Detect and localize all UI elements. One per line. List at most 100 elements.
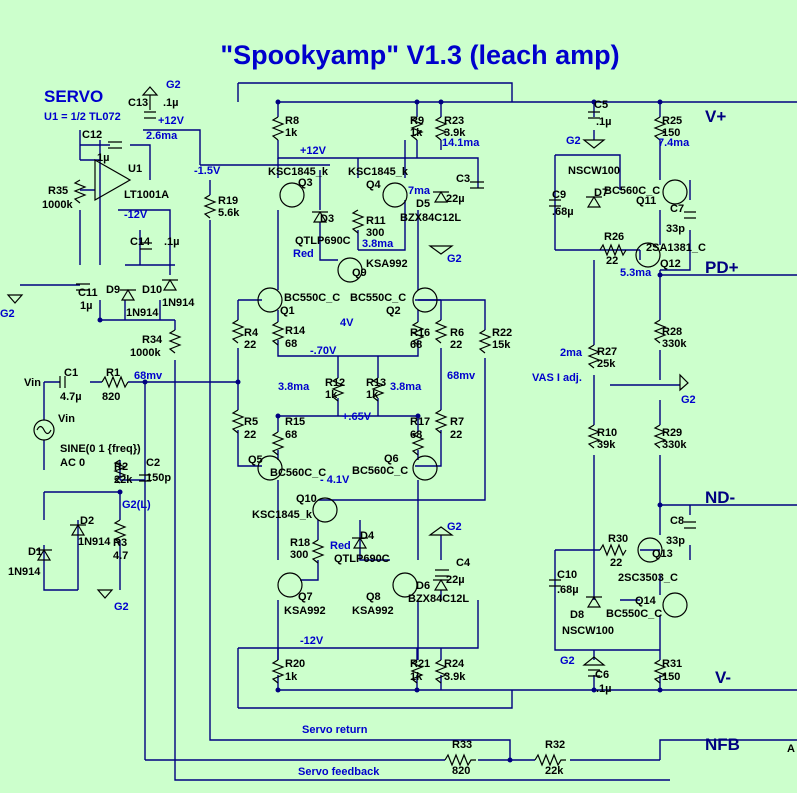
capacitor-C12 bbox=[108, 141, 122, 149]
label-R10: R10 bbox=[597, 427, 617, 439]
transistor-Q4 bbox=[382, 182, 408, 208]
capacitor-C4 bbox=[435, 569, 449, 577]
rail-nfb: NFB bbox=[705, 735, 740, 754]
label-servo-feedback: Servo feedback bbox=[298, 766, 380, 778]
label-g2-servo: G2 bbox=[0, 308, 15, 320]
capacitor-C9 bbox=[549, 199, 561, 207]
value-C12: 1µ bbox=[97, 152, 109, 164]
value-R28: 330k bbox=[662, 338, 687, 350]
labels: "Spookyamp" V1.3 (leach amp) SERVO U1 = … bbox=[0, 40, 795, 778]
value-R19: 5.6k bbox=[218, 207, 240, 219]
label-plus12: +12V bbox=[300, 145, 327, 157]
transistor-Q5 bbox=[257, 455, 283, 481]
value-D6: BZX84C12L bbox=[408, 593, 469, 605]
label-C5: C5 bbox=[594, 99, 608, 111]
capacitor-C2 bbox=[139, 474, 151, 482]
label-D10: D10 bbox=[142, 284, 162, 296]
value-R32: 22k bbox=[545, 765, 564, 777]
label-R3: R3 bbox=[113, 537, 127, 549]
value-R20: 1k bbox=[285, 671, 298, 683]
capacitor-C8 bbox=[684, 521, 696, 529]
ground-icon-mid bbox=[679, 373, 689, 392]
value-R1: 820 bbox=[102, 391, 120, 403]
value-Vin: SINE(0 1 {freq}) bbox=[60, 443, 141, 455]
label-Q2: Q2 bbox=[386, 305, 401, 317]
value-R5: 22 bbox=[244, 429, 256, 441]
label-C4: C4 bbox=[456, 557, 471, 569]
resistor-R33 bbox=[444, 753, 476, 767]
label-R32: R32 bbox=[545, 739, 565, 751]
value-R17: 68 bbox=[410, 429, 422, 441]
label-i2: 2ma bbox=[560, 347, 583, 359]
value-R10: 39k bbox=[597, 439, 616, 451]
value-R7: 22 bbox=[450, 429, 462, 441]
label-D2: D2 bbox=[80, 515, 94, 527]
label-g2-d5: G2 bbox=[447, 253, 462, 265]
value-Q9: KSA992 bbox=[366, 258, 408, 270]
label-R21: R21 bbox=[410, 658, 430, 670]
rail-ndminus: ND- bbox=[705, 488, 735, 507]
resistor-R8 bbox=[271, 116, 285, 141]
value-C5: .1µ bbox=[596, 116, 612, 128]
label-ac0: AC 0 bbox=[60, 457, 85, 469]
value-C9: .68µ bbox=[552, 206, 574, 218]
led-D4 bbox=[352, 536, 368, 549]
label-C1: C1 bbox=[64, 367, 78, 379]
transistor-Q2 bbox=[412, 287, 438, 313]
resistor-R13 bbox=[371, 377, 385, 402]
zener-D6 bbox=[433, 578, 449, 591]
label-C2: C2 bbox=[146, 457, 160, 469]
label-minus12-servo: -12V bbox=[124, 209, 148, 221]
label-C10: C10 bbox=[557, 569, 577, 581]
capacitor-C6 bbox=[588, 669, 600, 677]
resistor-R26 bbox=[599, 243, 627, 257]
resistor-R30 bbox=[599, 543, 627, 557]
wires bbox=[20, 82, 797, 781]
value-C11: 1µ bbox=[80, 300, 92, 312]
page-title: "Spookyamp" V1.3 (leach amp) bbox=[220, 40, 619, 70]
resistor-R24 bbox=[434, 659, 448, 684]
label-i26: 2.6ma bbox=[146, 130, 178, 142]
value-R22: 15k bbox=[492, 339, 511, 351]
value-R9: 1k bbox=[410, 127, 423, 139]
value-R2: 22k bbox=[114, 474, 133, 486]
capacitor-C14 bbox=[140, 242, 152, 250]
value-C8: 33p bbox=[666, 535, 685, 547]
resistor-R5 bbox=[231, 409, 245, 434]
value-R33: 820 bbox=[452, 765, 470, 777]
label-a: A bbox=[787, 743, 795, 755]
diode-D9 bbox=[120, 288, 136, 301]
label-vp65: +.65V bbox=[342, 411, 372, 423]
value-C2: 150p bbox=[146, 472, 171, 484]
label-R12: R12 bbox=[325, 377, 345, 389]
value-R12: 1k bbox=[325, 389, 338, 401]
label-vm70: -.70V bbox=[310, 345, 337, 357]
label-R1: R1 bbox=[106, 367, 120, 379]
label-R29: R29 bbox=[662, 427, 682, 439]
resistor-R14 bbox=[271, 321, 285, 346]
ground-icon-c5 bbox=[582, 139, 606, 149]
value-D7: NSCW100 bbox=[568, 165, 620, 177]
label-Q13: Q13 bbox=[652, 548, 673, 560]
resistor-R22 bbox=[478, 329, 492, 354]
label-vasadj: VAS I adj. bbox=[532, 372, 582, 384]
label-R35: R35 bbox=[48, 185, 68, 197]
label-R13: R13 bbox=[366, 377, 386, 389]
capacitor-C1 bbox=[59, 376, 66, 388]
rail-vminus: V- bbox=[715, 668, 731, 687]
value-D1: 1N914 bbox=[8, 566, 41, 578]
label-R22: R22 bbox=[492, 327, 512, 339]
value-C14: .1µ bbox=[164, 236, 180, 248]
value-C6: .1µ bbox=[596, 683, 612, 695]
capacitor-C13 bbox=[144, 95, 156, 119]
label-i38a: 3.8ma bbox=[362, 238, 394, 250]
symbols bbox=[6, 86, 696, 767]
label-D3: D3 bbox=[320, 213, 334, 225]
resistor-R6 bbox=[434, 319, 448, 344]
sine-wave-icon bbox=[36, 425, 52, 435]
label-g2-mid: G2 bbox=[681, 394, 696, 406]
value-C4: 22µ bbox=[446, 574, 465, 586]
label-D8: D8 bbox=[570, 609, 584, 621]
label-R16: R16 bbox=[410, 327, 430, 339]
